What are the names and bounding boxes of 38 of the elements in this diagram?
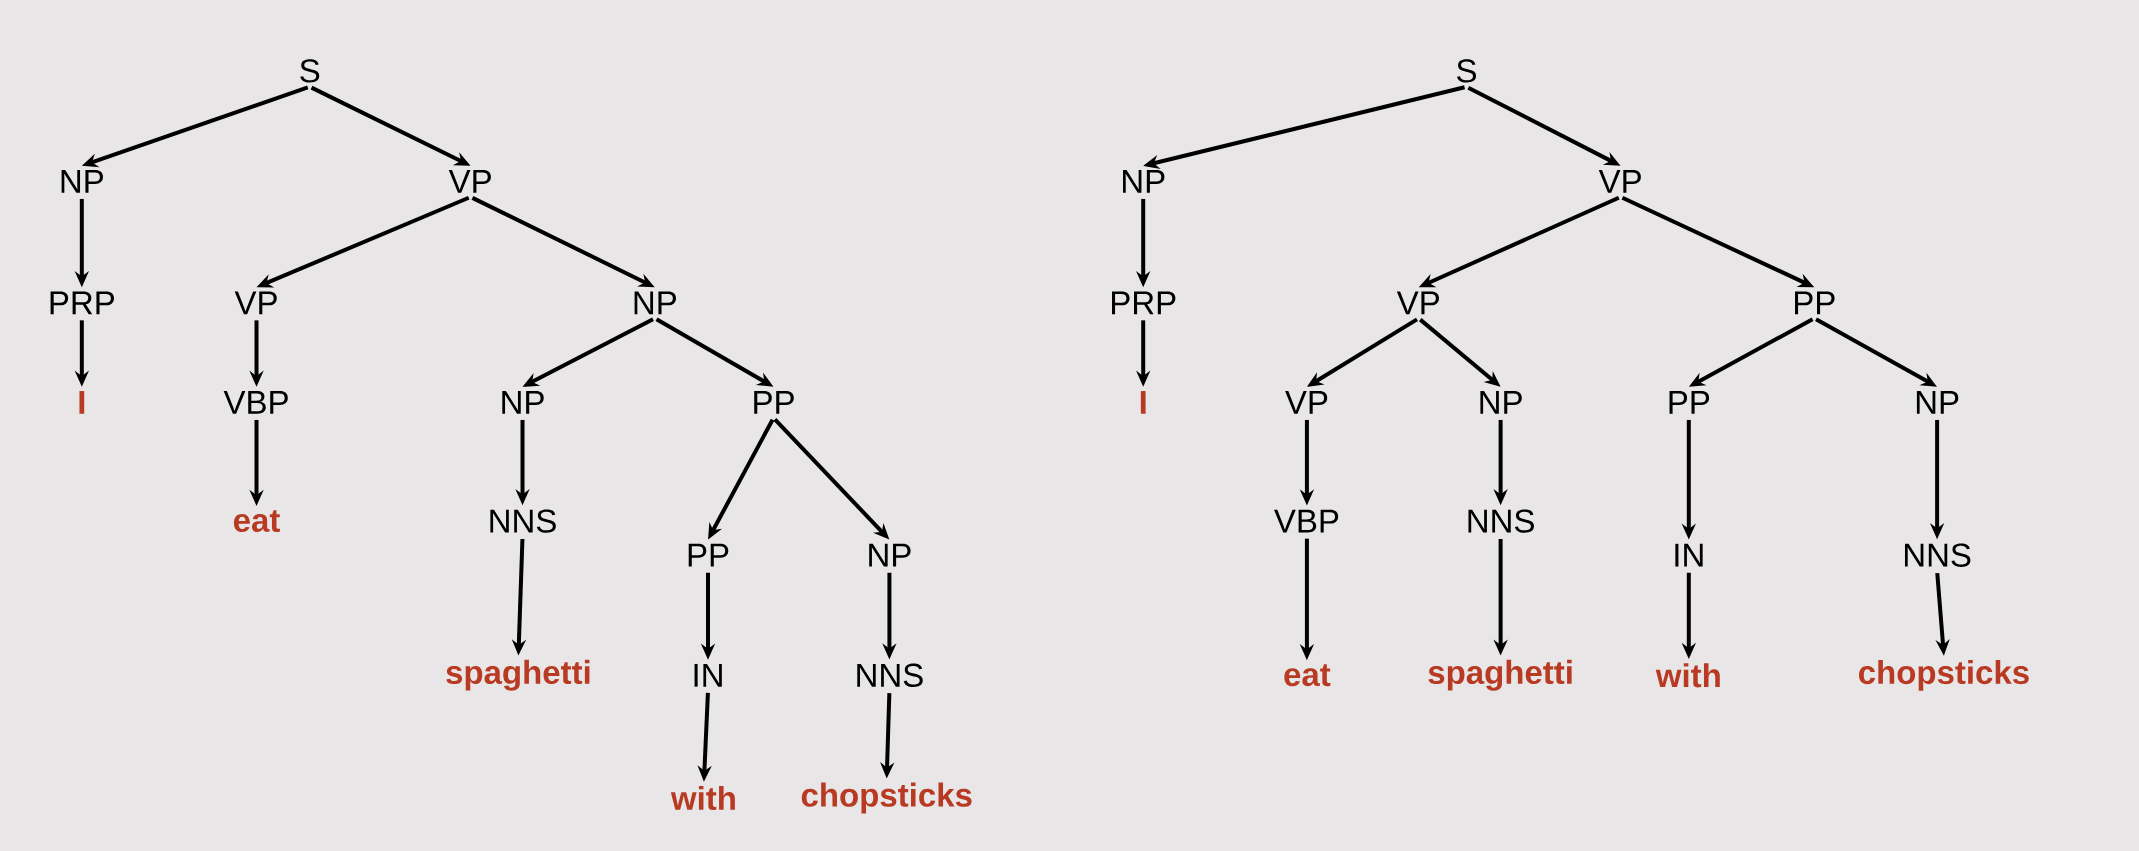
- tag-label: VP: [1396, 291, 1439, 315]
- tag-label: S: [300, 59, 320, 83]
- tag-label: NNS: [490, 509, 556, 533]
- tag-label: NP: [502, 391, 544, 414]
- word-label: with: [670, 785, 735, 811]
- tag-label: PRP: [50, 291, 114, 315]
- word-label: spaghetti: [446, 659, 590, 691]
- tag-label: VP: [448, 170, 491, 193]
- tag-label: NNS: [857, 663, 923, 687]
- word-label: I: [79, 391, 85, 414]
- tag-label: S: [1457, 59, 1476, 83]
- tag-label: VP: [1285, 391, 1328, 414]
- word-label: chopsticks: [1859, 659, 2029, 691]
- tag-label: PRP: [1112, 291, 1176, 315]
- tag-label: VBP: [1274, 509, 1339, 533]
- word-label: I: [1140, 391, 1146, 414]
- word-label: with: [1655, 663, 1720, 688]
- tag-label: PP: [754, 391, 794, 414]
- tag-label: NP: [61, 170, 103, 193]
- tag-label: NP: [634, 291, 676, 315]
- tag-label: PP: [1795, 291, 1835, 315]
- tag-label: IN: [694, 663, 722, 687]
- tag-label: PP: [688, 543, 729, 567]
- tag-label: NNS: [1468, 509, 1534, 533]
- tag-label: VBP: [223, 391, 288, 414]
- tag-label: NP: [1916, 391, 1959, 414]
- tag-label: NP: [1123, 170, 1165, 193]
- tag-label: VP: [1598, 170, 1641, 193]
- tag-label: NP: [869, 543, 911, 567]
- tag-label: NP: [1480, 391, 1522, 414]
- tag-label: IN: [1675, 543, 1703, 567]
- word-label: chopsticks: [801, 782, 972, 814]
- tag-label: PP: [1669, 391, 1710, 414]
- word-label: eat: [233, 510, 280, 533]
- word-label: eat: [1284, 664, 1331, 687]
- tag-label: VP: [234, 291, 277, 315]
- tag-label: NNS: [1905, 543, 1971, 567]
- word-label: spaghetti: [1428, 659, 1572, 691]
